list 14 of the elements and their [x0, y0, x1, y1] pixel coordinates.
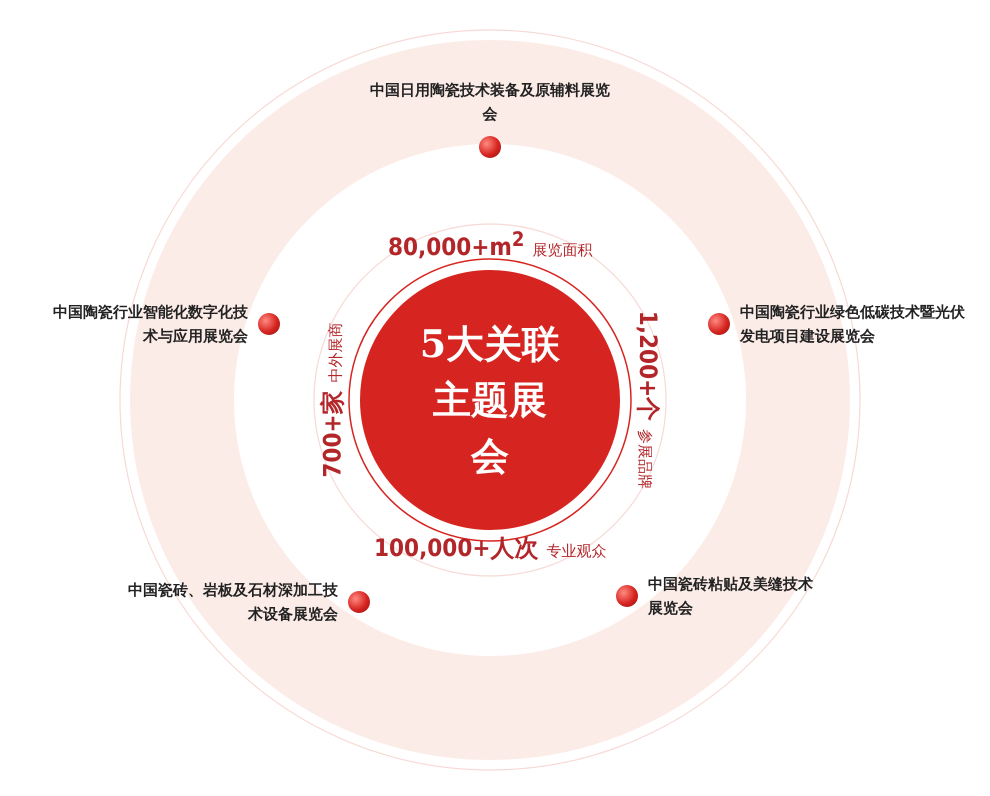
exhibition-title: 中国瓷砖、岩板及石材深加工技术设备展览会: [127, 580, 338, 625]
exhibition-title: 中国陶瓷行业智能化数字化技术与应用展览会: [52, 302, 248, 347]
exhibition-title: 中国瓷砖粘贴及美缝技术展览会: [648, 574, 814, 619]
stat-number: 1,200+个: [634, 310, 662, 422]
exhibition-title: 中国日用陶瓷技术装备及原辅料展览会: [370, 80, 610, 125]
center-circle: 5大关联主题展会: [360, 270, 620, 530]
stat-caption: 参展品牌: [636, 429, 654, 490]
stat-caption: 中外展商: [326, 322, 344, 382]
stat-number: 100,000+人次: [374, 534, 538, 562]
exhibition-title: 中国陶瓷行业绿色低碳技术暨光伏发电项目建设展览会: [740, 302, 966, 347]
stat-number: 80,000+m$^{2}$: [388, 233, 524, 261]
stat-caption: 专业观众: [546, 542, 606, 560]
stat-number: 700+家: [318, 390, 346, 478]
stat-caption: 展览面积: [532, 241, 592, 259]
